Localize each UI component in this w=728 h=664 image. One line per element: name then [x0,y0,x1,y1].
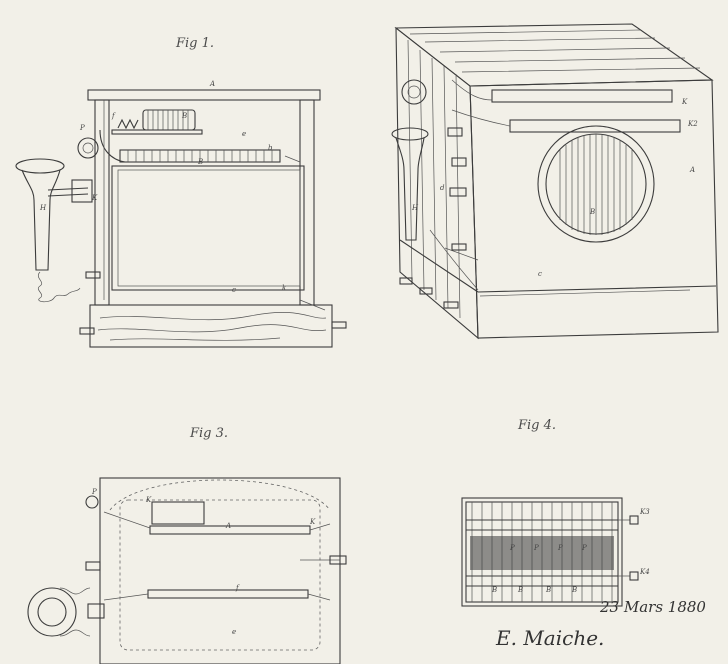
fig1-part-letter: b [268,144,273,152]
fig4-part-letter: K4 [639,568,650,576]
fig1-part-letter: e [242,130,246,138]
fig1-part-letter: f [111,112,116,120]
fig1-part-letter: k [282,284,286,292]
fig2-part-letter: H [411,204,419,212]
fig2-part-letter: d [440,184,445,192]
date-annotation: 23 Mars 1880 [600,598,706,616]
fig2-part-letter: A [689,166,695,174]
fig4-part-letter: P [557,544,563,552]
fig1-part-letter: K [91,194,98,202]
fig3-part-letter: K [309,518,316,526]
fig4-drawing [461,497,639,607]
fig3-part-letter: P [91,488,97,496]
fig3-part-letter: A [225,522,231,530]
fig2-part-letter: K2 [687,120,698,128]
fig1-drawing [15,89,347,348]
fig4-part-letter: B [491,586,497,594]
fig4-part-letter: B [517,586,523,594]
fig3-label: Fig 3. [190,426,229,441]
fig2-part-letter: c [538,270,542,278]
fig3-part-letter: e [232,628,236,636]
fig4-part-letter: K3 [639,508,650,516]
fig1-part-letter: A [209,80,215,88]
fig2-part-letter: K [681,98,688,106]
fig4-part-letter: P [509,544,515,552]
fig1-part-letter: B [181,112,187,120]
fig4-part-letter: P [581,544,587,552]
fig2-part-letter: B [589,208,595,216]
fig3-part-letter: K [145,496,152,504]
fig4-part-letter: B [545,586,551,594]
fig2-drawing [391,23,719,340]
fig1-label: Fig 1. [176,36,215,51]
fig4-label: Fig 4. [518,418,557,433]
fig3-part-letter: f [235,584,240,592]
fig1-part-letter: H [39,204,47,212]
fig3-drawing [27,477,347,664]
fig1-part-letter: B [197,158,203,166]
fig1-part-letter: P [79,124,85,132]
signature: E. Maiche. [496,626,605,650]
fig4-part-letter: P [533,544,539,552]
fig1-part-letter: c [232,286,236,294]
fig4-part-letter: B [571,586,577,594]
